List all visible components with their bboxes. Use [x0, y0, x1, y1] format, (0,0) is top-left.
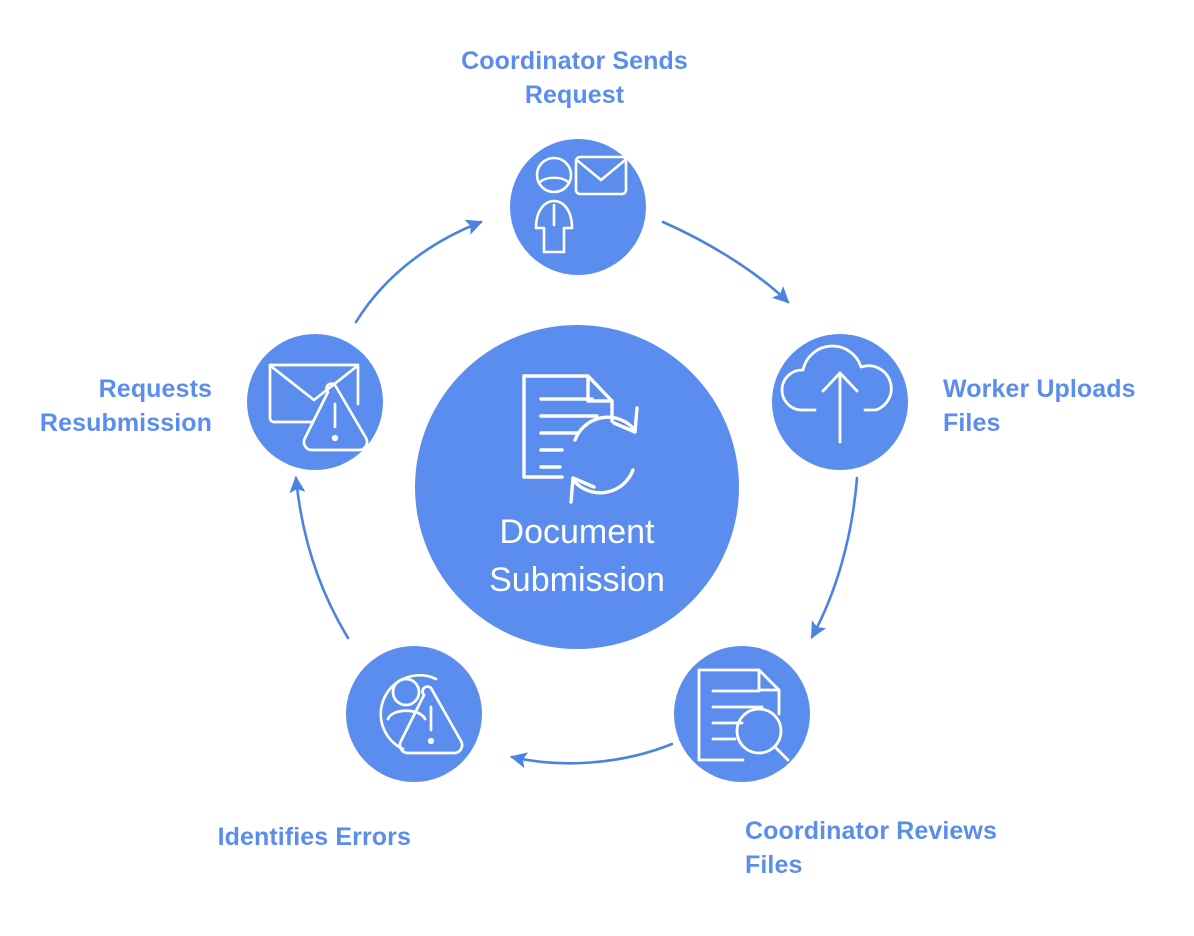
- envelope-warning-icon: [268, 363, 369, 452]
- cloud-upload-icon: [780, 344, 893, 444]
- node-coordinator-sends-request[interactable]: [510, 139, 646, 275]
- arrow-left-to-top: [354, 219, 483, 324]
- node-circle: [247, 334, 383, 470]
- arrow-top-to-right: [661, 220, 790, 304]
- arrow-group: [289, 219, 859, 769]
- document-sync-icon: [522, 374, 639, 504]
- label-coordinator-sends-request: Coordinator Sends Request: [461, 47, 688, 109]
- label-worker-uploads-files: Worker Uploads Files: [943, 375, 1136, 437]
- node-circle: [674, 646, 810, 782]
- center-node[interactable]: [415, 325, 739, 649]
- node-requests-resubmission[interactable]: [247, 334, 383, 470]
- node-identifies-errors[interactable]: [346, 646, 482, 782]
- label-identifies-errors: Identifies Errors: [217, 823, 411, 851]
- document-search-icon: [697, 668, 790, 762]
- arrow-right-to-bottom-right: [810, 476, 859, 639]
- arrow-bottom-right-to-bottom-left: [509, 742, 674, 769]
- center-title: Document Submission: [489, 513, 665, 600]
- user-warning-icon: [379, 674, 464, 755]
- person-envelope-icon: [534, 155, 628, 254]
- label-requests-resubmission: Requests Resubmission: [39, 375, 212, 437]
- label-coordinator-reviews-files: Coordinator Reviews Files: [745, 817, 997, 879]
- center-circle: [415, 325, 739, 649]
- node-worker-uploads-files[interactable]: [772, 334, 908, 470]
- node-coordinator-reviews-files[interactable]: [674, 646, 810, 782]
- arrow-bottom-left-to-left: [289, 475, 350, 640]
